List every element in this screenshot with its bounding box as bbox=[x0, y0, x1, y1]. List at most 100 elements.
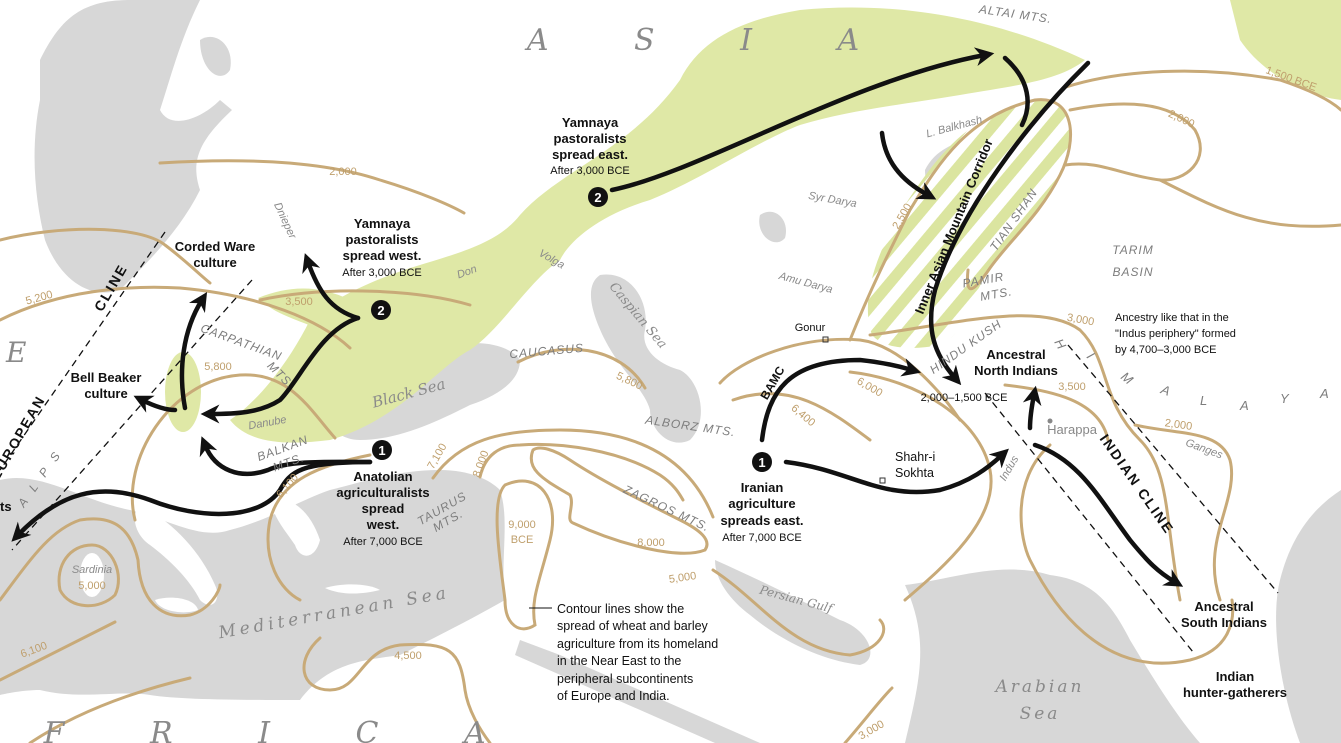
contour-label: 3,000 bbox=[1066, 312, 1095, 329]
pamir-mts-label-2: MTS. bbox=[979, 284, 1014, 303]
annotation-title: agriculturalists bbox=[336, 485, 429, 500]
indian-cline-border-2 bbox=[1067, 344, 1279, 594]
contour-label: 8,000 bbox=[471, 449, 492, 479]
harappa-label: Harappa bbox=[1047, 422, 1098, 437]
annotation-title: spread east. bbox=[552, 147, 628, 162]
note-line: of Europe and India. bbox=[557, 689, 670, 703]
annotation-title: Yamnaya bbox=[354, 216, 411, 231]
annotation-date: After 7,000 BCE bbox=[343, 536, 423, 548]
annotation-title: spread bbox=[362, 501, 405, 516]
annotation-date: After 3,000 BCE bbox=[342, 267, 422, 279]
shahr-i-sokhta-site-icon bbox=[879, 477, 886, 484]
baltic-sea bbox=[34, 0, 232, 293]
contour-label: 2,000 bbox=[1164, 417, 1193, 433]
arrow-balkhash-south bbox=[879, 130, 937, 200]
contour-label: 5,800 bbox=[204, 361, 232, 373]
annotation-title: spread west. bbox=[343, 248, 422, 263]
arrow-bell-beaker bbox=[133, 395, 178, 413]
bay-of-bengal bbox=[1276, 490, 1341, 743]
himalaya-letter: A bbox=[1158, 381, 1173, 399]
sardinia-label: Sardinia bbox=[72, 564, 112, 576]
migration-arrows bbox=[11, 47, 1184, 587]
ancestral-north-indians-label: Ancestral bbox=[986, 347, 1045, 362]
ancestral-south-indians-label-2: South Indians bbox=[1181, 615, 1267, 630]
annotation-title: Yamnaya bbox=[562, 115, 619, 130]
italy-land bbox=[134, 505, 218, 605]
syr-darya-label: Syr Darya bbox=[807, 190, 857, 210]
himalaya-letter: Y bbox=[1280, 391, 1290, 406]
arrow-corded-ware bbox=[179, 292, 208, 411]
note-line: spread of wheat and barley bbox=[557, 619, 709, 633]
shahr-i-sokhta-label-2: Sokhta bbox=[895, 466, 934, 480]
himalaya-letter: A bbox=[1319, 386, 1330, 401]
indian-hunter-gatherers-label-2: hunter-gatherers bbox=[1183, 685, 1287, 700]
inner-asian-mountain-corridor-area bbox=[867, 99, 1071, 348]
contour-label: 3,500 bbox=[285, 296, 313, 308]
arrow-indus-north bbox=[1022, 385, 1042, 431]
arabian-sea-label-2: Sea bbox=[1020, 704, 1061, 724]
svg-text:1: 1 bbox=[758, 455, 765, 470]
gonur-site-icon bbox=[822, 336, 829, 343]
arrow-yamnaya-danube bbox=[200, 315, 361, 424]
lake-ladoga bbox=[200, 36, 231, 76]
amu-darya-label: Amu Darya bbox=[777, 270, 834, 296]
step-badge-1: 1 bbox=[752, 452, 772, 472]
tarim-basin-label: TARIM bbox=[1112, 243, 1153, 257]
steppe-region bbox=[230, 7, 1085, 443]
note-line: Contour lines show the bbox=[557, 602, 684, 616]
step-badge-2: 2 bbox=[588, 187, 608, 207]
caucasus-label: CAUCASUS bbox=[509, 341, 585, 361]
annotation-title: pastoralists bbox=[554, 131, 627, 146]
harappa-dot-icon bbox=[1047, 418, 1053, 424]
steppe-northeast bbox=[1230, 0, 1341, 100]
contour-label: 4,500 bbox=[394, 650, 422, 662]
svg-text:1: 1 bbox=[378, 443, 385, 458]
carpathian-mts-label: CARPATHIAN bbox=[199, 321, 284, 363]
shahr-i-sokhta-label: Shahr-i bbox=[895, 450, 935, 464]
dnieper-label: Dnieper bbox=[271, 201, 299, 242]
yamnaya-east-annotation: Yamnaya pastoralists spread east. After … bbox=[550, 115, 630, 207]
indian-cline-border-1 bbox=[984, 392, 1194, 653]
contour-label: 7,100 bbox=[425, 442, 449, 472]
sardinia-land bbox=[80, 553, 104, 597]
corded-ware-label-2: culture bbox=[193, 255, 236, 270]
altai-mts-label: ALTAI MTS. bbox=[977, 2, 1053, 26]
svg-text:2: 2 bbox=[377, 303, 384, 318]
ancestral-north-indians-label-2: North Indians bbox=[974, 363, 1058, 378]
step-badge-1: 1 bbox=[372, 440, 392, 460]
indus-periphery-note: Ancestry like that in the "Indus periphe… bbox=[1115, 312, 1236, 356]
persian-gulf bbox=[715, 560, 871, 665]
arabian-sea-label: Arabian bbox=[994, 677, 1085, 697]
note-line: in the Near East to the bbox=[557, 654, 681, 668]
contour-label: 6,000 bbox=[855, 375, 885, 399]
aral-sea bbox=[759, 211, 786, 243]
himalaya-letter: A bbox=[1239, 398, 1250, 413]
contour-label: 2,000 bbox=[329, 166, 357, 178]
annotation-title: agriculture bbox=[728, 496, 795, 511]
cropped-label: ts bbox=[0, 499, 12, 514]
ancestral-north-date: 2,000–1,500 BCE bbox=[921, 392, 1008, 404]
ancestral-south-indians-label: Ancestral bbox=[1194, 599, 1253, 614]
crete-land bbox=[325, 584, 380, 594]
step-badge-2: 2 bbox=[371, 300, 391, 320]
arrow-yamnaya-dnieper bbox=[302, 253, 361, 321]
annotation-title: west. bbox=[366, 517, 400, 532]
arabian-sea bbox=[905, 569, 1200, 743]
annotation-date: After 3,000 BCE bbox=[550, 165, 630, 177]
contour-label: BCE bbox=[511, 534, 534, 546]
annotation-title: spreads east. bbox=[720, 513, 803, 528]
note-line: by 4,700–3,000 BCE bbox=[1115, 344, 1217, 356]
africa-label: A F R I C A bbox=[0, 716, 486, 743]
anatolian-annotation: 1 Anatolian agriculturalists spread west… bbox=[336, 440, 430, 548]
arrow-altai-link bbox=[1002, 55, 1030, 128]
asia-label: A S I A bbox=[524, 23, 859, 58]
arrow-altai-south bbox=[928, 60, 1091, 386]
contour-label: 8,000 bbox=[637, 537, 665, 549]
ganges-label: Ganges bbox=[1184, 437, 1225, 462]
note-line: Ancestry like that in the bbox=[1115, 312, 1229, 324]
himalaya-letter: L bbox=[1200, 393, 1208, 408]
sicily-land bbox=[155, 597, 198, 613]
indian-hunter-gatherers-label: Indian bbox=[1216, 669, 1254, 684]
europe-label-partial: E bbox=[5, 336, 26, 369]
contour-label: 6,100 bbox=[274, 472, 301, 501]
